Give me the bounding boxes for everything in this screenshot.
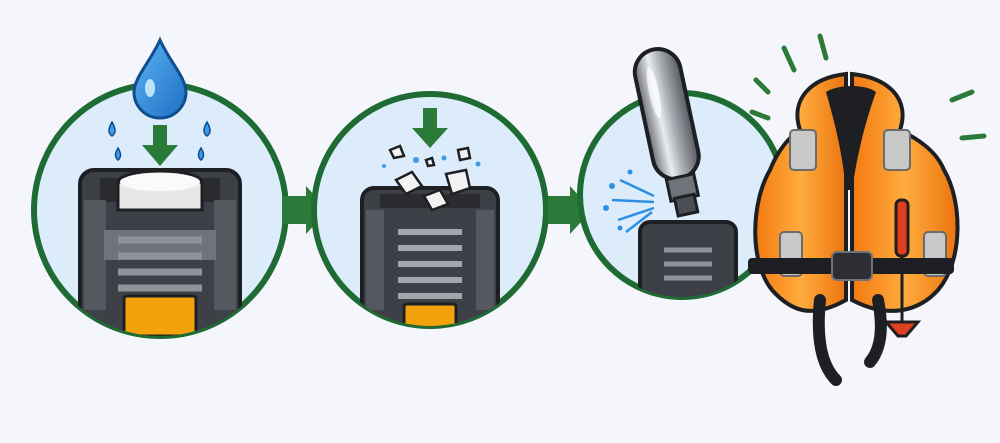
brass-base-1	[122, 294, 198, 336]
step-water-contact-panel	[31, 36, 289, 339]
bubble-dots	[382, 155, 481, 168]
valve-housing-1	[78, 168, 242, 336]
step-vest-inflate-panel	[748, 33, 987, 386]
dissolving-tablet-icon	[388, 144, 472, 212]
buckle	[831, 251, 873, 281]
tablet-1	[116, 169, 204, 212]
crotch-strap	[864, 294, 887, 368]
spray-droplets	[603, 169, 633, 231]
inflation-burst-lines	[749, 33, 987, 141]
spring-coils-2	[398, 229, 462, 299]
small-drop-icons	[108, 120, 211, 161]
crotch-strap	[812, 294, 842, 386]
life-vest-icon	[748, 71, 960, 386]
valve-housing-2	[360, 186, 500, 326]
valve-housing-3	[638, 220, 738, 297]
co2-cylinder-icon	[632, 47, 701, 218]
down-arrow-icon	[142, 125, 178, 166]
down-arrow-icon	[412, 108, 448, 148]
manual-inflator-icon	[882, 198, 922, 338]
spring-coils-1	[118, 236, 202, 292]
reflective-patch	[789, 129, 817, 171]
gas-spray	[611, 178, 655, 233]
brass-base-2	[402, 302, 458, 326]
water-drop-icon	[132, 36, 188, 120]
reflective-patch	[883, 129, 911, 171]
step-tablet-dissolve-panel	[311, 91, 549, 329]
step-cylinder-pierce-panel	[577, 47, 787, 300]
